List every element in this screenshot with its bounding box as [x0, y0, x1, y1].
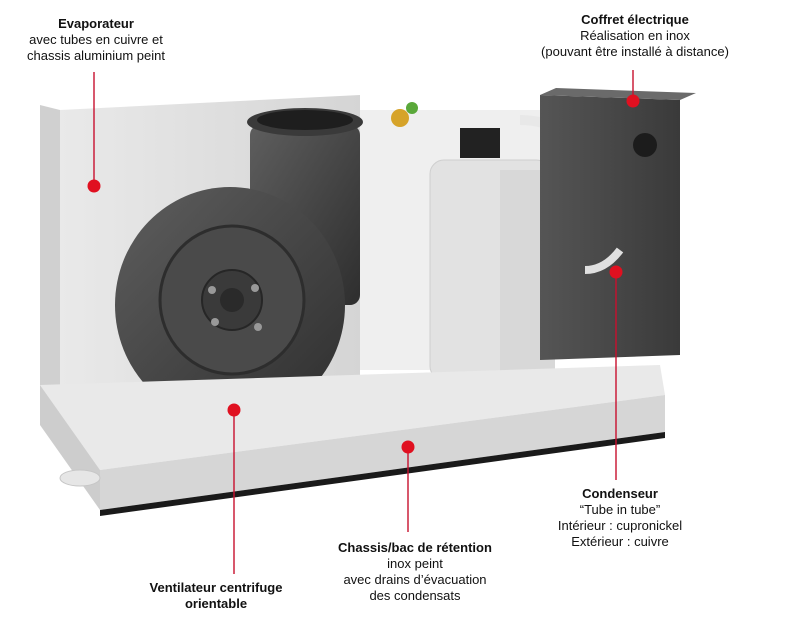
marker-coffret — [626, 94, 640, 108]
marker-evaporateur — [87, 179, 101, 193]
refrigerant-piping — [360, 102, 610, 381]
marker-chassis — [401, 440, 415, 454]
label-ventilateur: Ventilateur centrifuge orientable — [128, 580, 304, 612]
label-chassis-line: inox peint — [387, 556, 443, 571]
label-evaporateur-title: Evaporateur — [58, 16, 134, 31]
label-evaporateur-line: avec tubes en cuivre et — [29, 32, 163, 47]
leader-lines — [93, 70, 634, 574]
chassis-tray — [40, 365, 665, 516]
label-coffret: Coffret électrique Réalisation en inox (… — [520, 12, 750, 60]
marker-condenseur — [609, 265, 623, 279]
label-ventilateur-line: orientable — [184, 596, 248, 611]
label-chassis-line: avec drains d’évacuation — [343, 572, 487, 587]
label-condenseur-title: Condenseur — [582, 486, 658, 501]
label-chassis-title: Chassis/bac de rétention — [338, 540, 492, 555]
marker-ventilateur — [227, 403, 241, 417]
centrifugal-blower — [115, 108, 363, 423]
label-chassis: Chassis/bac de rétention inox peint avec… — [310, 540, 520, 604]
label-coffret-title: Coffret électrique — [581, 12, 689, 27]
label-ventilateur-title: Ventilateur centrifuge — [149, 580, 283, 595]
label-chassis-line: des condensats — [369, 588, 461, 603]
label-condenseur-line: Extérieur : cuivre — [571, 534, 669, 549]
label-condenseur-line: Intérieur : cupronickel — [557, 518, 683, 533]
label-condenseur-line: “Tube in tube” — [579, 502, 661, 517]
electrical-box — [540, 88, 696, 360]
label-evaporateur: Evaporateur avec tubes en cuivre et chas… — [8, 16, 184, 64]
label-coffret-line: (pouvant être installé à distance) — [541, 44, 729, 59]
label-condenseur: Condenseur “Tube in tube” Intérieur : cu… — [530, 486, 710, 550]
label-evaporateur-line: chassis aluminium peint — [26, 48, 165, 63]
label-coffret-line: Réalisation en inox — [580, 28, 690, 43]
